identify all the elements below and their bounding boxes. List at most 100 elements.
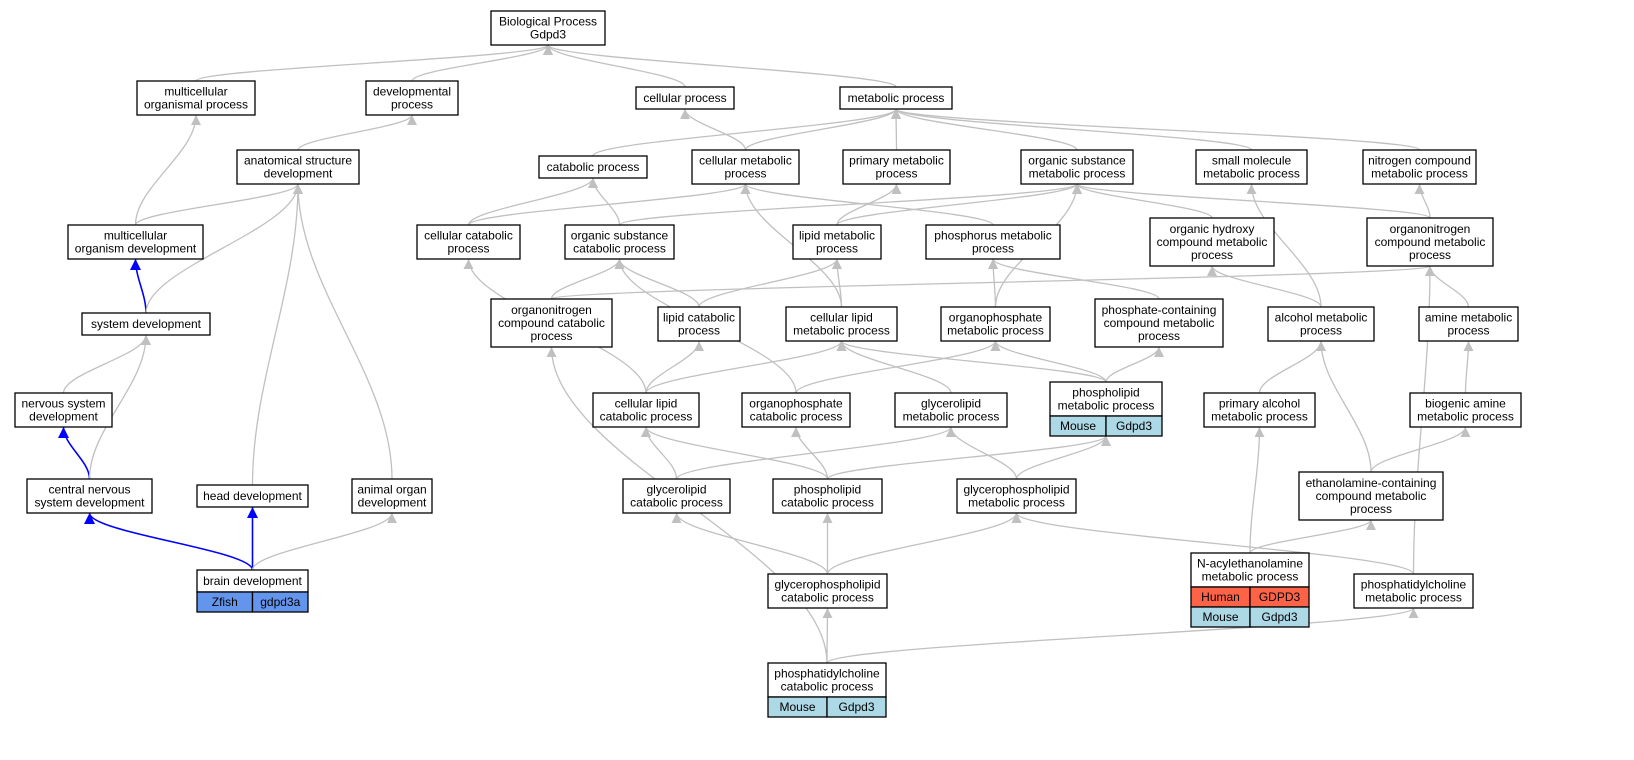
node-label-line: organic substance: [1028, 154, 1126, 168]
edge-glcp-to-clcp: [641, 426, 678, 480]
node-label-line: process: [724, 167, 766, 181]
node-box: [767, 573, 888, 609]
node-label-line: process: [1300, 324, 1342, 338]
node-box: [14, 392, 113, 428]
node-box: [691, 149, 800, 185]
node-box: [1362, 149, 1477, 185]
node-label-line: development: [358, 496, 427, 510]
node-label-line: nervous system: [21, 397, 105, 411]
edge-pcmp-to-gpmp: [1011, 512, 1415, 575]
edge-sd-to-asd: [145, 183, 303, 314]
edge-clcp-to-lcp: [645, 340, 704, 394]
edge-lcp-to-lmp: [698, 258, 842, 308]
node-box: [1149, 217, 1275, 267]
edge-mp-to-bp: [543, 44, 897, 88]
node-label-line: developmental: [373, 85, 451, 99]
edge-gpcp-to-gpmp: [826, 512, 1022, 575]
node-label-line: phosphatidylcholine: [1361, 578, 1467, 592]
node-box: [416, 224, 521, 260]
node-label-line: process: [391, 98, 433, 112]
node-label-line: cellular catabolic: [424, 229, 513, 243]
node-label-line: development: [264, 167, 333, 181]
annotation-gene-cell: [1249, 606, 1310, 628]
node-label-line: process: [816, 242, 858, 256]
node-label-line: catabolic process: [781, 496, 874, 510]
edge-oncmp-to-ncmp: [1414, 183, 1431, 219]
node-label-line: Gdpd3: [530, 28, 566, 42]
node-box: [1267, 306, 1375, 342]
annotation-gene-label: gdpd3a: [260, 595, 300, 609]
edge-lcp-to-oscp: [614, 258, 700, 308]
annotation-species-label: Zfish: [212, 595, 238, 609]
annotation-gene-cell: [1105, 415, 1163, 437]
edge-plcp-to-plmp: [826, 435, 1111, 480]
node-box: [956, 478, 1077, 514]
node-label-line: phospholipid: [1072, 386, 1139, 400]
node-label-line: system development: [34, 496, 145, 510]
edge-eamp-to-almp: [1316, 340, 1372, 473]
go-term-node-hd[interactable]: head development: [196, 484, 309, 508]
node-label-line: cellular lipid: [615, 397, 678, 411]
edge-gpmp-to-plmp: [1015, 435, 1111, 480]
node-box: [1298, 471, 1444, 521]
node-box: [925, 224, 1061, 260]
go-term-node-cp[interactable]: cellular process: [635, 86, 735, 110]
go-term-node-catp[interactable]: catabolic process: [538, 155, 648, 179]
edge-dp-to-bp: [411, 44, 553, 82]
edge-ncmp-to-mp: [891, 108, 1421, 151]
go-term-node-mp[interactable]: metabolic process: [839, 86, 953, 110]
node-label-line: metabolic process: [1058, 399, 1155, 413]
go-term-node-sd[interactable]: system development: [81, 312, 211, 336]
node-box: [635, 86, 735, 110]
node-label-line: nitrogen compound: [1368, 154, 1471, 168]
node-box: [894, 392, 1008, 428]
node-label-line: process: [1138, 329, 1180, 343]
annotation-gene-label: Gdpd3: [838, 700, 874, 714]
annotation-species-label: Mouse: [1060, 419, 1096, 433]
node-box: [1195, 149, 1308, 185]
edge-pamp-to-almp: [1258, 340, 1326, 394]
